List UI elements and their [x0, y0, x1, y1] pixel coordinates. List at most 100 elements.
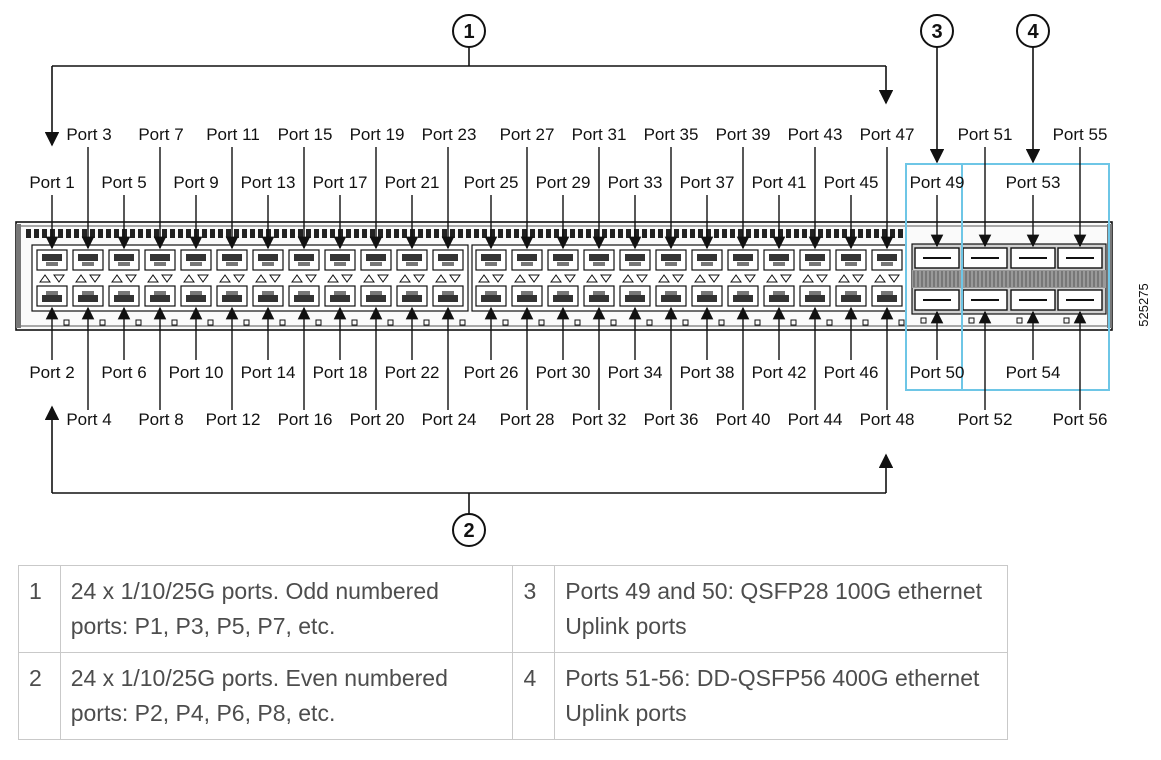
- port-label: Port 47: [860, 125, 915, 144]
- port-label: Port 17: [313, 173, 368, 192]
- rj45-port: [252, 249, 284, 271]
- vent-slot: [354, 229, 359, 238]
- vent-slot: [746, 229, 751, 238]
- rj45-port: [835, 285, 867, 307]
- port-label: Port 34: [608, 363, 663, 382]
- led-pair: [874, 274, 900, 283]
- vent-slot: [186, 229, 191, 238]
- vent-slot: [570, 229, 575, 238]
- status-led: [1016, 317, 1023, 324]
- vent-slot: [146, 229, 151, 238]
- led-pair: [586, 274, 612, 283]
- led-pair: [802, 274, 828, 283]
- vent-slot: [530, 229, 535, 238]
- rj45-port: [108, 249, 140, 271]
- vent-slot: [330, 229, 335, 238]
- vent-slot: [658, 229, 663, 238]
- status-led: [574, 319, 581, 326]
- port-label: Port 23: [422, 125, 477, 144]
- rj45-port: [799, 249, 831, 271]
- status-led: [279, 319, 286, 326]
- vent-slot: [626, 229, 631, 238]
- vent-slot: [474, 229, 479, 238]
- status-led: [968, 317, 975, 324]
- led-pair: [363, 274, 389, 283]
- rj45-port: [871, 285, 903, 307]
- rj45-port: [324, 285, 356, 307]
- vent-slot: [514, 229, 519, 238]
- vent-slot: [34, 229, 39, 238]
- vent-slot: [226, 229, 231, 238]
- port-label: Port 32: [572, 410, 627, 429]
- vent-slot: [434, 229, 439, 238]
- vent-slot: [754, 229, 759, 238]
- vent-slot: [290, 229, 295, 238]
- rj45-port: [871, 249, 903, 271]
- rj45-port: [763, 285, 795, 307]
- vent-slot: [82, 229, 87, 238]
- callout-1: 1: [44, 14, 894, 147]
- vent-slot: [274, 229, 279, 238]
- led-pair: [183, 274, 209, 283]
- switch-chassis: [15, 221, 1113, 331]
- vent-slot: [106, 229, 111, 238]
- port-label: Port 33: [608, 173, 663, 192]
- status-led: [862, 319, 869, 326]
- vent-slot: [402, 229, 407, 238]
- rj45-port: [108, 285, 140, 307]
- vent-slot: [650, 229, 655, 238]
- port-label: Port 6: [101, 363, 146, 382]
- uplink-port-label: Port 52: [958, 410, 1013, 429]
- vent-slot: [898, 229, 903, 238]
- rj45-port: [360, 249, 392, 271]
- port-label: Port 11: [206, 125, 260, 144]
- port-label: Port 15: [278, 125, 333, 144]
- rj45-port: [216, 285, 248, 307]
- vent-slot: [578, 229, 583, 238]
- svg-text:3: 3: [931, 21, 942, 43]
- led-pair: [550, 274, 576, 283]
- legend-table: 1 24 x 1/10/25G ports. Odd numbered port…: [18, 565, 1008, 740]
- vent-slot: [666, 229, 671, 238]
- port-label: Port 9: [173, 173, 218, 192]
- legend-num: 1: [18, 565, 61, 653]
- vent-slot: [26, 229, 31, 238]
- vent-slot: [890, 229, 895, 238]
- legend-num: 4: [512, 652, 556, 740]
- vent-slot: [730, 229, 735, 238]
- vent-slot: [386, 229, 391, 238]
- status-led: [682, 319, 689, 326]
- port-label: Port 18: [313, 363, 368, 382]
- vent-slot: [826, 229, 831, 238]
- led-pair: [730, 274, 756, 283]
- qsfp-port: [962, 247, 1008, 269]
- vent-slot: [546, 229, 551, 238]
- rj45-port: [475, 285, 507, 307]
- vent-slot: [802, 229, 807, 238]
- vent-slot: [218, 229, 223, 238]
- status-led: [754, 319, 761, 326]
- status-led: [135, 319, 142, 326]
- vent-slot: [418, 229, 423, 238]
- rj45-port: [324, 249, 356, 271]
- rj45-port: [655, 249, 687, 271]
- port-label: Port 28: [500, 410, 555, 429]
- port-label: Port 16: [278, 410, 333, 429]
- vent-slot: [490, 229, 495, 238]
- rj45-port: [72, 249, 104, 271]
- port-label: Port 24: [422, 410, 477, 429]
- vent-slot: [642, 229, 647, 238]
- status-led: [920, 317, 927, 324]
- status-led: [1063, 317, 1070, 324]
- qsfp-port: [1057, 247, 1103, 269]
- vent-slot: [170, 229, 175, 238]
- vent-slot: [682, 229, 687, 238]
- status-led: [171, 319, 178, 326]
- rj45-port: [583, 249, 615, 271]
- vent-slot: [394, 229, 399, 238]
- rj45-port: [252, 285, 284, 307]
- port-label: Port 8: [138, 410, 183, 429]
- status-led: [99, 319, 106, 326]
- port-label: Port 20: [350, 410, 405, 429]
- vent-slot: [138, 229, 143, 238]
